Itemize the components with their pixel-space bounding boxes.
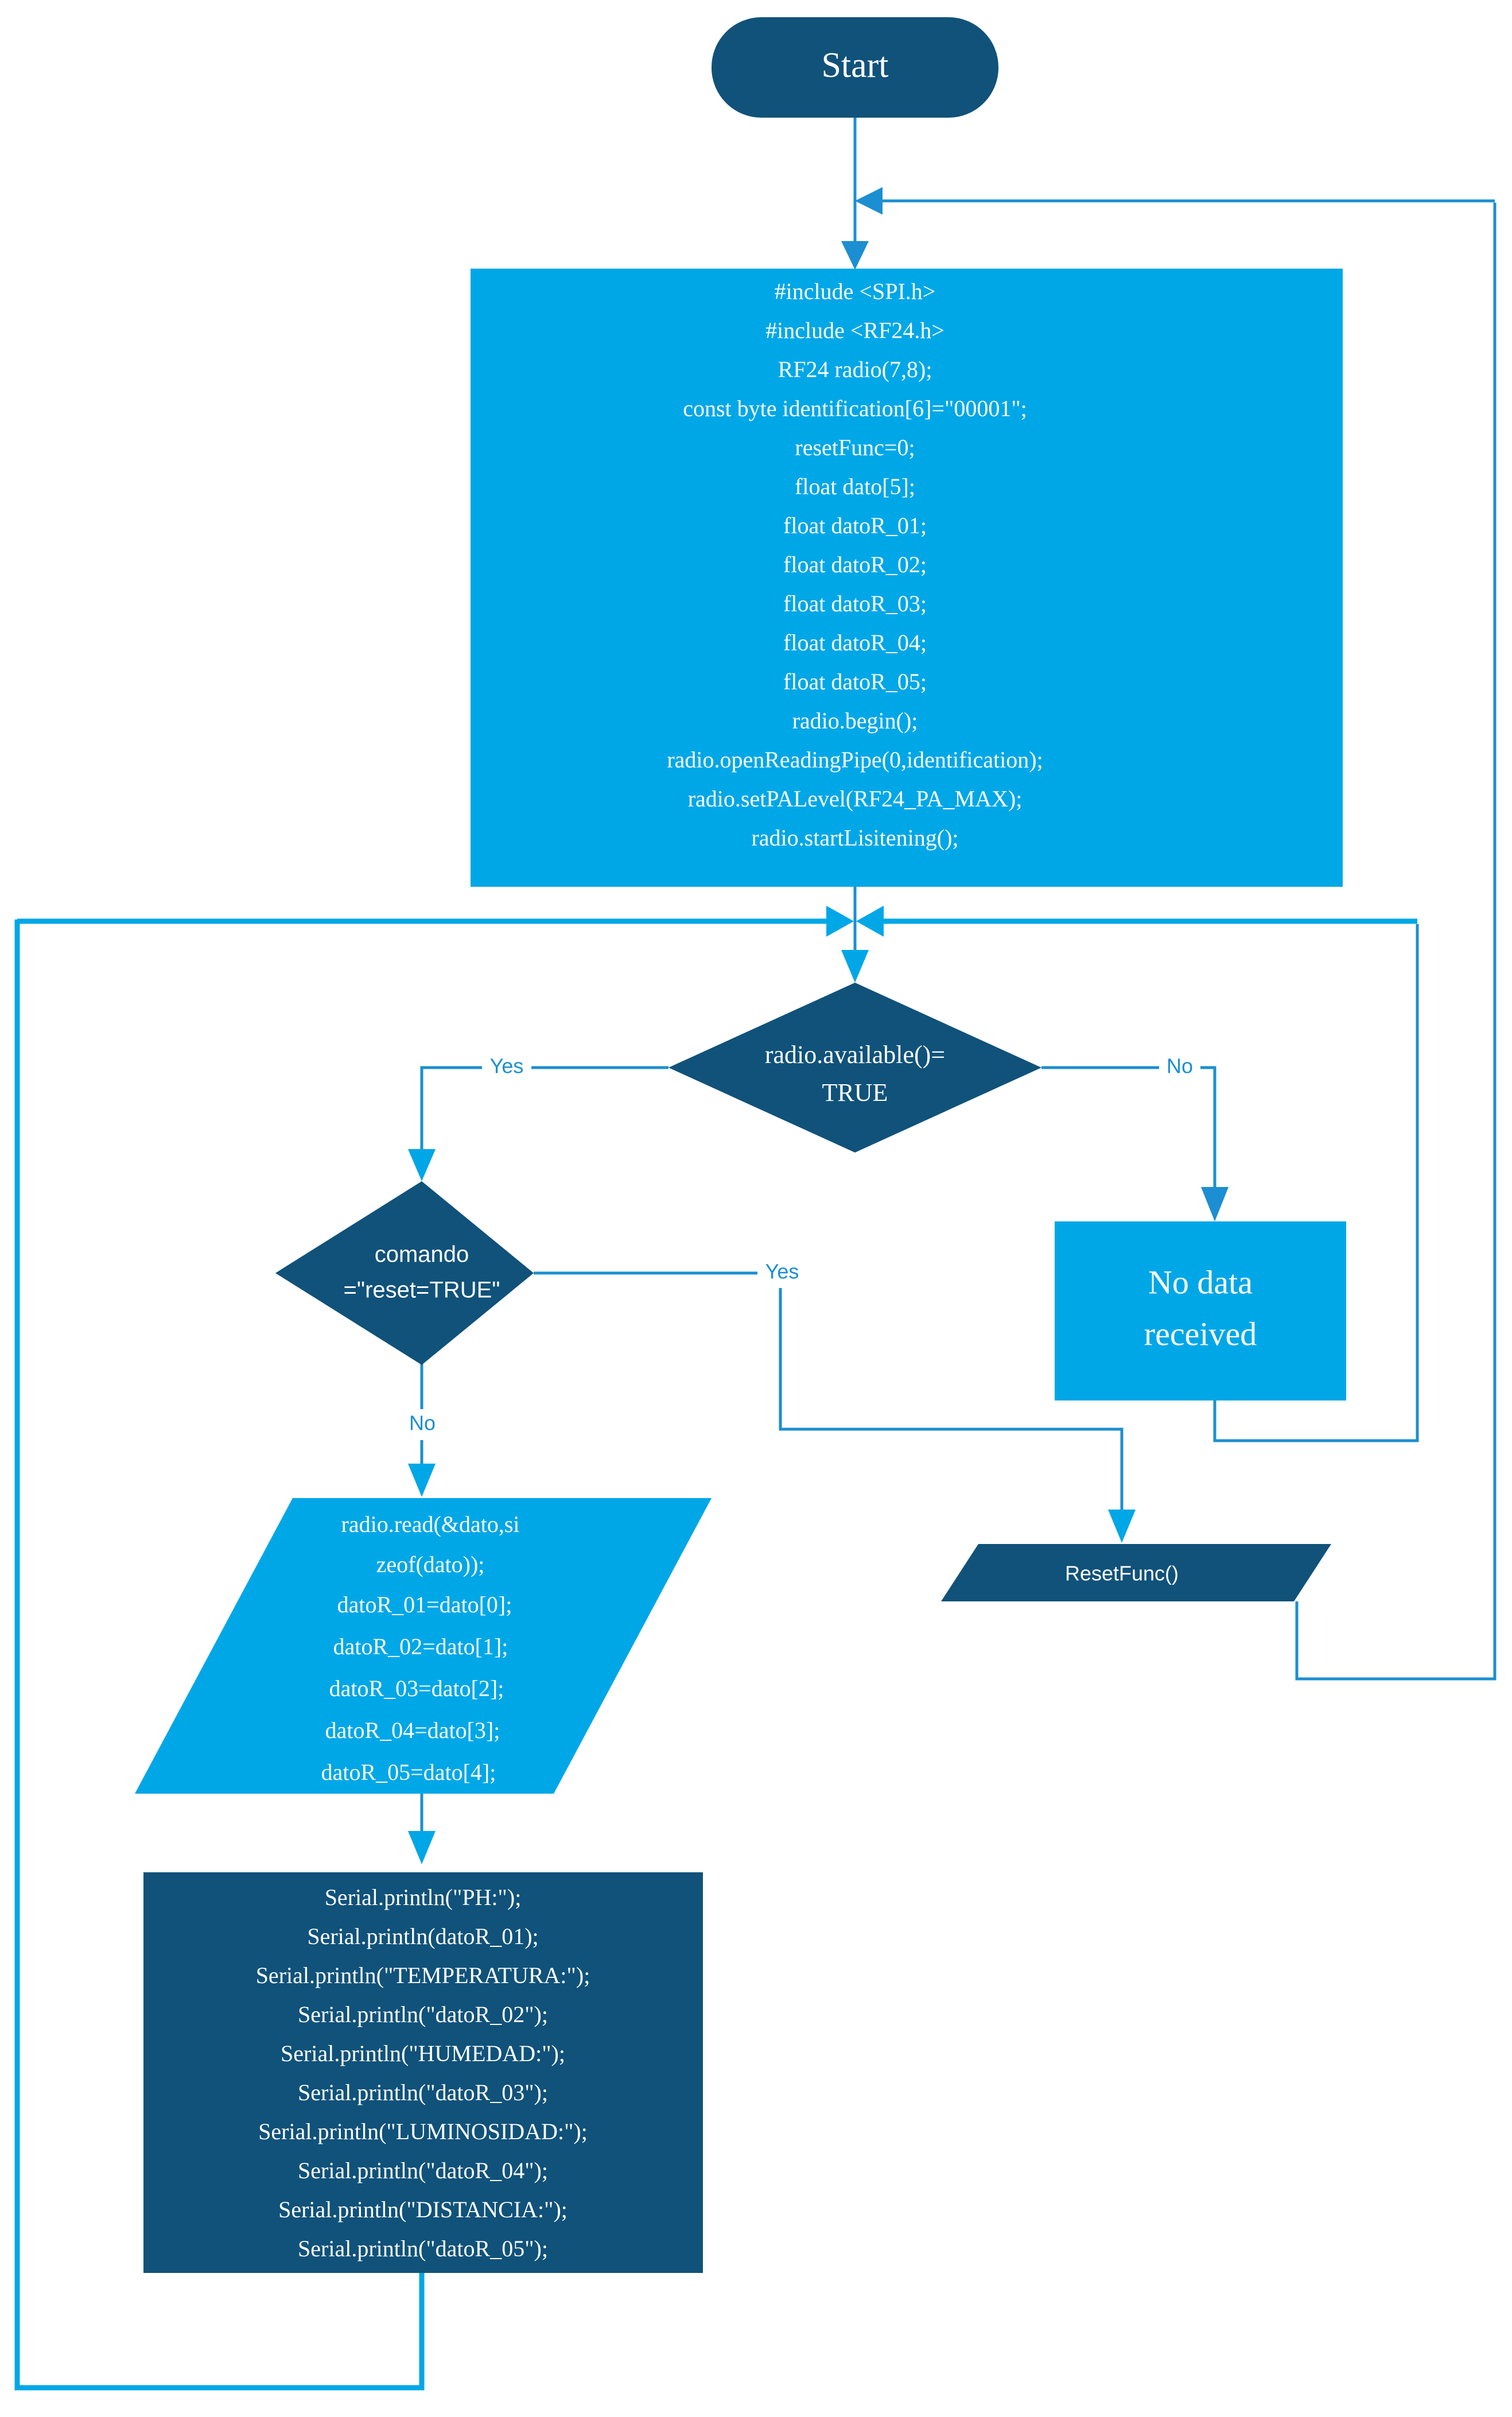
decision-available-line-1: TRUE (822, 1078, 888, 1107)
setup-line-7: float datoR_02; (783, 552, 927, 577)
node-no-data-received[interactable]: No data received (1055, 1221, 1346, 1400)
setup-line-12: radio.openReadingPipe(0,identification); (667, 747, 1043, 773)
node-setup[interactable]: #include <SPI.h> #include <RF24.h> RF24 … (471, 269, 1343, 887)
arrowhead-comando-no (408, 1464, 436, 1497)
serial-output-line-4: Serial.println("HUMEDAD:"); (281, 2040, 565, 2066)
radio-read-line-5: datoR_04=dato[3]; (325, 1717, 500, 1743)
node-decision-comando[interactable]: comando ="reset=TRUE" (275, 1181, 534, 1365)
setup-line-3: const byte identification[6]="00001"; (683, 395, 1027, 421)
serial-output-line-2: Serial.println("TEMPERATURA:"); (256, 1962, 590, 1988)
serial-output-shape (143, 1872, 703, 2273)
arrowhead-output-loop-left (826, 906, 854, 937)
radio-read-line-1: zeof(dato)); (376, 1551, 485, 1577)
edge-comando-yes (534, 1271, 1124, 1527)
arrowhead-available-no (1201, 1187, 1229, 1221)
no-data-line-0: No data (1148, 1263, 1253, 1301)
setup-line-14: radio.startLisitening(); (751, 825, 958, 851)
setup-line-13: radio.setPALevel(RF24_PA_MAX); (688, 786, 1023, 812)
node-radio-read[interactable]: radio.read(&dato,si zeof(dato)); datoR_0… (135, 1498, 712, 1794)
edge-label-bg-available-yes (482, 1052, 531, 1083)
serial-output-line-5: Serial.println("datoR_03"); (298, 2080, 548, 2105)
reset-func-shape (941, 1544, 1331, 1601)
edge-available-no (1041, 1066, 1216, 1205)
edge-output-loop-return (14, 920, 425, 2391)
arrowhead-nodata-loop-right (856, 906, 884, 937)
node-decision-available[interactable]: radio.available()= TRUE (668, 983, 1041, 1153)
serial-output-line-1: Serial.println(datoR_01); (307, 1923, 538, 1949)
reset-func-label: ResetFunc() (1065, 1562, 1179, 1585)
node-serial-output[interactable]: Serial.println("PH:"); Serial.println(da… (143, 1872, 703, 2273)
edge-label-layer: Yes No Yes No (402, 1052, 1200, 1440)
setup-line-2: RF24 radio(7,8); (778, 356, 932, 382)
edge-label-comando-yes: Yes (765, 1260, 799, 1283)
setup-line-10: float datoR_05; (783, 669, 927, 695)
no-data-line-1: received (1144, 1315, 1257, 1352)
setup-line-8: float datoR_03; (783, 591, 927, 616)
serial-output-line-6: Serial.println("LUMINOSIDAD:"); (258, 2119, 588, 2144)
no-data-shape (1055, 1221, 1346, 1400)
decision-available-shape (668, 983, 1041, 1153)
setup-line-4: resetFunc=0; (795, 434, 915, 460)
arrowhead-reset-return (855, 187, 883, 215)
serial-output-line-8: Serial.println("DISTANCIA:"); (278, 2197, 568, 2222)
edge-label-bg-comando-no (402, 1409, 443, 1440)
setup-line-11: radio.begin(); (792, 708, 918, 734)
radio-read-line-3: datoR_02=dato[1]; (333, 1634, 508, 1659)
arrowhead-setup-to-decision (841, 950, 869, 983)
edge-nodata-to-loop (1213, 924, 1419, 1442)
radio-read-shape (135, 1498, 712, 1794)
serial-output-line-9: Serial.println("datoR_05"); (298, 2236, 548, 2261)
setup-line-1: #include <RF24.h> (765, 317, 944, 343)
decision-comando-line-1: ="reset=TRUE" (344, 1278, 500, 1303)
edge-available-yes (420, 1066, 668, 1168)
serial-output-line-7: Serial.println("datoR_04"); (298, 2158, 548, 2183)
arrowhead-start-to-setup (841, 241, 869, 270)
start-shape (712, 17, 998, 118)
serial-output-line-3: Serial.println("datoR_02"); (298, 2001, 548, 2027)
edge-label-bg-comando-yes (757, 1257, 807, 1288)
radio-read-line-4: datoR_03=dato[2]; (329, 1675, 504, 1701)
arrowhead-read-to-output (408, 1831, 436, 1864)
edge-label-bg-available-no (1159, 1052, 1200, 1083)
decision-comando-line-0: comando (375, 1242, 469, 1267)
edge-label-available-no: No (1167, 1054, 1193, 1078)
radio-read-line-0: radio.read(&dato,si (341, 1511, 520, 1537)
setup-line-9: float datoR_04; (783, 630, 927, 655)
decision-comando-shape (275, 1181, 534, 1365)
setup-line-6: float datoR_01; (783, 513, 927, 538)
connector-layer (14, 118, 1497, 2391)
start-label: Start (821, 46, 888, 85)
radio-read-line-2: datoR_01=dato[0]; (337, 1592, 512, 1617)
arrowhead-available-yes (408, 1149, 436, 1181)
node-reset-func[interactable]: ResetFunc() (941, 1544, 1331, 1601)
edge-label-available-yes: Yes (490, 1054, 524, 1078)
radio-read-line-6: datoR_05=dato[4]; (321, 1759, 496, 1785)
node-start[interactable]: Start (712, 17, 998, 118)
decision-available-line-0: radio.available()= (765, 1041, 945, 1069)
edge-label-comando-no: No (409, 1411, 436, 1435)
setup-line-0: #include <SPI.h> (775, 278, 936, 304)
edge-resetfunc-return (1295, 203, 1497, 1681)
setup-shape (471, 269, 1343, 887)
serial-output-line-0: Serial.println("PH:"); (325, 1884, 522, 1910)
setup-line-5: float dato[5]; (795, 474, 915, 499)
arrowhead-comando-yes (1108, 1510, 1136, 1543)
